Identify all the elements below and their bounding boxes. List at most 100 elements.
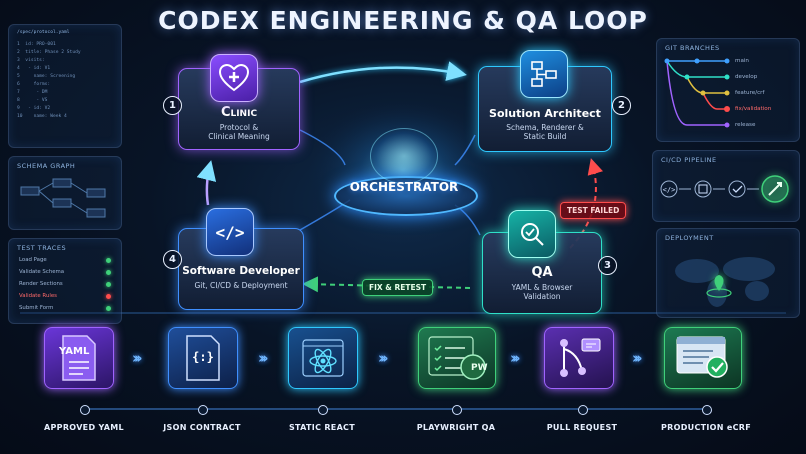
stage-icon-text: YAML — [59, 346, 90, 357]
chevron-right-icon: ››› — [632, 349, 642, 367]
node-subtitle: Schema, Renderer & Static Build — [506, 123, 584, 141]
status-ok-icon — [106, 270, 111, 275]
chevron-right-icon: ››› — [258, 349, 268, 367]
git-branches-panel: GIT BRANCHES main develop feature/crf fi… — [656, 38, 800, 142]
arrow-developer-to-clinic — [196, 160, 217, 206]
stage-static-react[interactable] — [288, 327, 358, 389]
checklist-icon — [428, 336, 486, 380]
timeline-pin — [702, 405, 712, 415]
cicd-title: CI/CD PIPELINE — [661, 156, 717, 164]
rocket-icon — [761, 175, 789, 203]
stage-icon-text: PW — [471, 363, 488, 373]
code-line: 7 - DM — [17, 90, 48, 95]
code-line: 3 visits: — [17, 58, 45, 63]
code-line: 1 id: PRO-001 — [17, 42, 56, 47]
chevron-right-icon: ››› — [510, 349, 520, 367]
timeline-pin — [80, 405, 90, 415]
code-brackets-icon: </> — [206, 208, 254, 256]
stage-label: STATIC REACT — [288, 423, 355, 432]
test-traces-panel: TEST TRACES Load Page Validate Schema Re… — [8, 238, 122, 324]
timeline-pin — [578, 405, 588, 415]
timeline-pin — [198, 405, 208, 415]
stage-label: PLAYWRIGHT QA — [416, 423, 496, 432]
node-title: Software Developer — [182, 265, 300, 277]
branch-label: release — [735, 122, 756, 128]
chevron-right-icon: ››› — [132, 349, 142, 367]
git-graph-icon — [664, 58, 730, 128]
heart-plus-icon — [210, 54, 258, 102]
stage-playwright-qa[interactable]: PW — [418, 327, 496, 389]
fix-retest-label: FIX & RETEST — [362, 279, 434, 296]
step-number: 1 — [163, 96, 182, 115]
deployment-panel: DEPLOYMENT — [656, 228, 800, 318]
world-map-icon — [675, 257, 775, 307]
status-ok-icon — [106, 258, 111, 263]
timeline-pin — [318, 405, 328, 415]
orchestrator-label: ORCHESTRATOR — [349, 180, 459, 194]
json-file-icon — [186, 335, 220, 381]
node-title: Clinic — [220, 105, 258, 120]
trace-label: Render Sections — [19, 281, 63, 287]
code-line: 5 name: Screening — [17, 74, 76, 79]
test-traces-title: TEST TRACES — [17, 244, 67, 252]
trace-label: Submit Form — [19, 305, 54, 311]
trace-label: Validate Schema — [19, 269, 65, 275]
pull-request-icon — [560, 338, 601, 377]
orchestrator-hub-icon — [370, 128, 438, 184]
step-number: 3 — [598, 256, 617, 275]
node-title: Solution Architect — [489, 107, 601, 120]
deployment-title: DEPLOYMENT — [665, 234, 714, 242]
node-subtitle: Git, CI/CD & Deployment — [194, 281, 288, 290]
test-failed-label: TEST FAILED — [560, 202, 627, 219]
cicd-steps: </> — [660, 175, 789, 203]
schema-graph-panel: SCHEMA GRAPH — [8, 156, 122, 230]
branch-label: feature/crf — [735, 90, 765, 96]
node-title: QA — [531, 265, 553, 280]
stage-label: APPROVED YAML — [44, 423, 124, 432]
svg-text:</>: </> — [663, 186, 676, 194]
stage-production-ecrf[interactable] — [664, 327, 742, 389]
branch-label: develop — [735, 74, 758, 80]
status-ok-icon — [106, 282, 111, 287]
react-icon — [302, 339, 344, 377]
status-fail-icon — [106, 294, 111, 299]
code-line: 10 name: Week 4 — [17, 114, 67, 119]
code-icon: </> — [663, 186, 676, 194]
stage-json-contract[interactable]: {:} — [168, 327, 238, 389]
chevron-right-icon: ››› — [378, 349, 388, 367]
package-icon — [698, 184, 708, 194]
node-subtitle: Protocol & Clinical Meaning — [208, 123, 270, 141]
stage-pull-request[interactable] — [544, 327, 614, 389]
schema-graph-title: SCHEMA GRAPH — [17, 162, 76, 170]
code-line: 8 - VS — [17, 98, 48, 103]
stage-label: JSON CONTRACT — [163, 423, 241, 432]
stage-label: PRODUCTION eCRF — [661, 423, 751, 432]
form-check-icon — [676, 336, 728, 378]
step-number: 4 — [163, 250, 182, 269]
schema-graph-icon — [20, 178, 106, 218]
step-number: 2 — [612, 96, 631, 115]
branch-label: main — [735, 58, 749, 64]
status-ok-icon — [106, 306, 111, 311]
document-icon — [62, 335, 96, 381]
timeline-pin — [452, 405, 462, 415]
stage-label: PULL REQUEST — [546, 423, 618, 432]
code-panel: /spec/protocol.yaml 1 id: PRO-001 2 titl… — [8, 24, 122, 148]
branch-label: fix/validation — [735, 106, 772, 112]
cicd-panel: CI/CD PIPELINE </> — [652, 150, 800, 222]
check-icon — [732, 185, 743, 193]
code-line: 9 - id: V2 — [17, 106, 51, 111]
code-line: 4 - id: V1 — [17, 66, 51, 71]
code-line: 2 title: Phase 2 Study — [17, 50, 81, 55]
stage-approved-yaml[interactable]: YAML — [44, 327, 114, 389]
magnifier-check-icon — [508, 210, 556, 258]
arrow-clinic-to-architect — [299, 61, 467, 84]
location-pin-icon — [714, 275, 724, 291]
trace-label: Load Page — [19, 257, 47, 263]
flowchart-icon — [520, 50, 568, 98]
stage-icon-text: {:} — [192, 350, 214, 364]
trace-label: Validate Rules — [19, 293, 57, 299]
node-subtitle: YAML & Browser Validation — [511, 283, 573, 301]
code-path: /spec/protocol.yaml — [17, 30, 70, 35]
code-line: 6 forms: — [17, 82, 51, 87]
